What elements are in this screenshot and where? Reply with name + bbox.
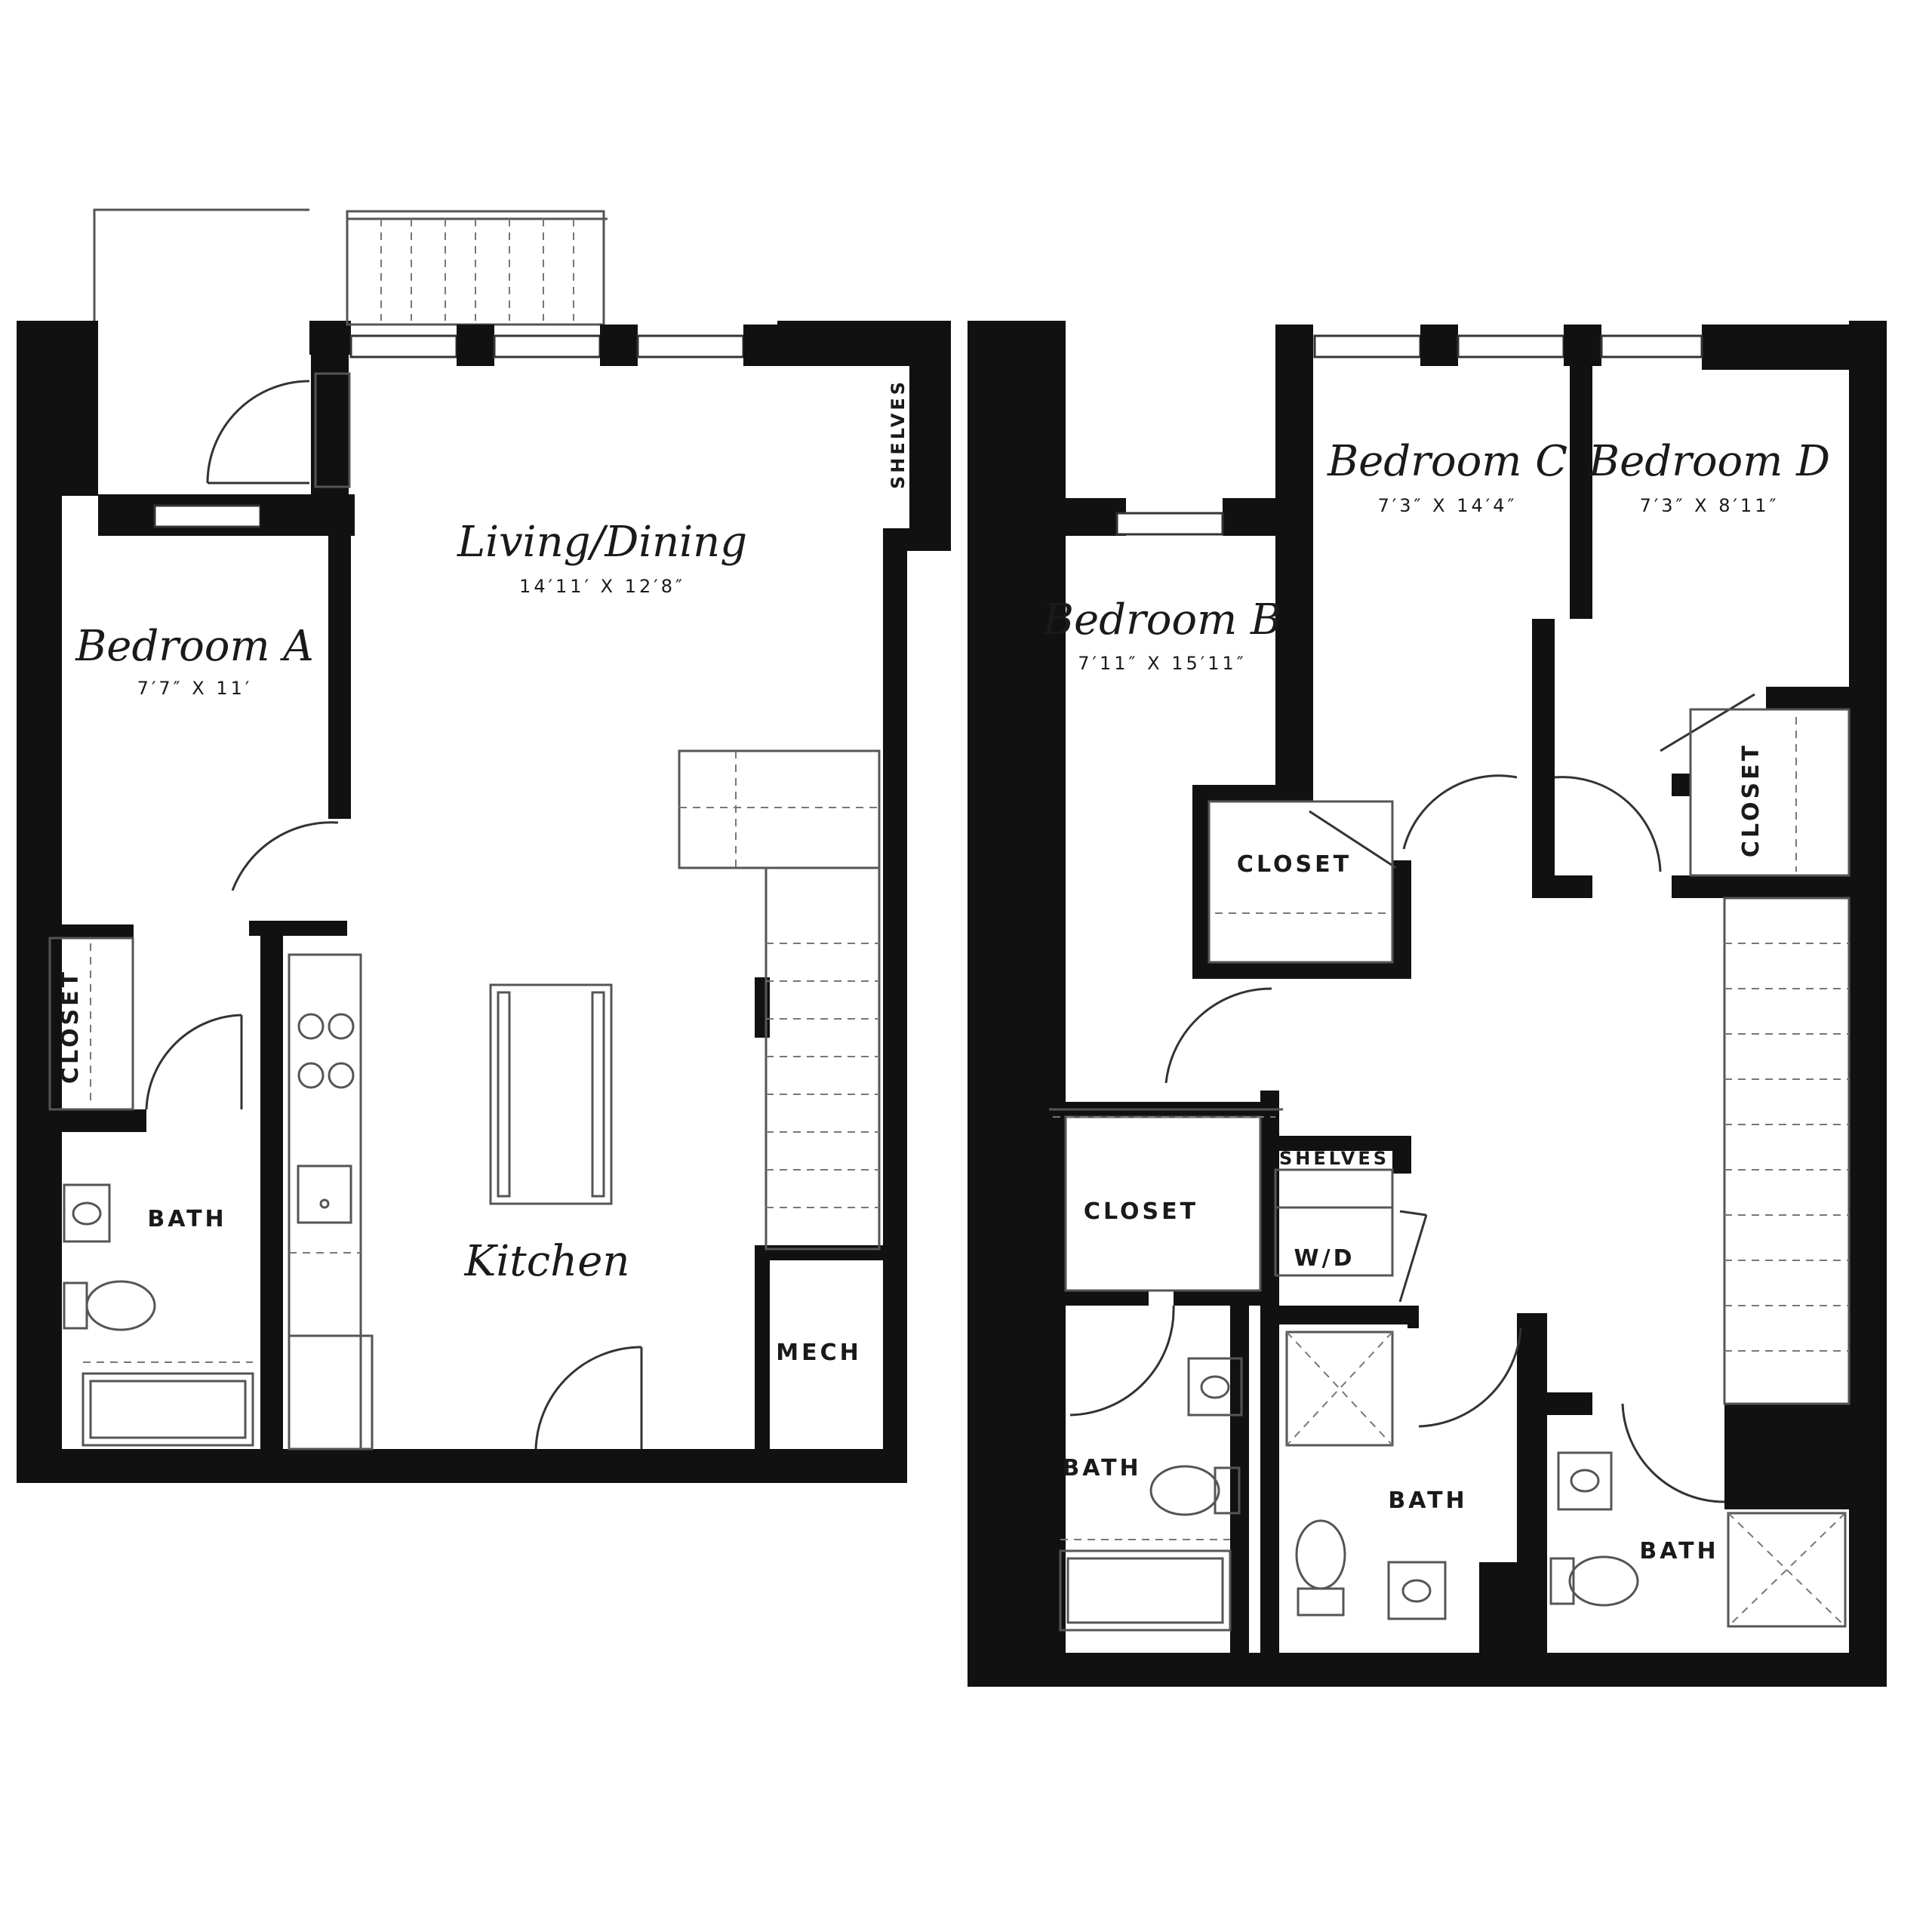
shelves-label-right: SHELVES [1279, 1148, 1389, 1169]
room-labels: Bedroom A 7′7″ X 11′ Living/Dining 14′11… [57, 379, 1830, 1564]
bedroom-c-dims: 7′3″ X 14′4″ [1378, 495, 1518, 516]
closet-label-bedroom-b: CLOSET [1237, 851, 1352, 878]
shelves-label-left: SHELVES [888, 379, 909, 489]
left-windows [153, 325, 781, 536]
wd-label: W/D [1294, 1245, 1355, 1272]
bedroom-a-name: Bedroom A [75, 622, 314, 671]
balcony [93, 208, 608, 326]
closet-label-bedroom-d: CLOSET [1738, 743, 1764, 857]
kitchen-fixtures [288, 953, 613, 1451]
right-unit-walls [968, 321, 1887, 1687]
left-doors [145, 380, 643, 1450]
bedroom-a-dims: 7′7″ X 11′ [137, 678, 253, 699]
bedroom-d-dims: 7′3″ X 8′11″ [1640, 495, 1780, 516]
right-closets [1049, 708, 1850, 1292]
closet-label-hall: CLOSET [1084, 1198, 1198, 1225]
left-stairs [678, 749, 881, 1251]
living-dining-dims: 14′11′ X 12′8″ [519, 576, 685, 597]
bath-label-left: BATH [147, 1206, 226, 1232]
bath-label-right-1: BATH [1062, 1455, 1141, 1481]
bath-label-right-2: BATH [1388, 1487, 1467, 1514]
bedroom-c-name: Bedroom C [1327, 437, 1567, 486]
left-unit-walls [17, 321, 951, 1483]
right-bath-fixtures [1059, 1331, 1847, 1632]
kitchen-name: Kitchen [464, 1237, 630, 1286]
bedroom-d-name: Bedroom D [1588, 437, 1830, 486]
bedroom-b-name: Bedroom B [1042, 595, 1281, 645]
closet-label-left: CLOSET [57, 969, 84, 1084]
bath-label-right-3: BATH [1639, 1538, 1718, 1564]
mech-label: MECH [776, 1340, 861, 1366]
right-stairs [1723, 897, 1850, 1405]
bedroom-b-dims: 7′11″ X 15′11″ [1078, 653, 1246, 674]
right-windows [1115, 325, 1703, 536]
living-dining-name: Living/Dining [457, 518, 747, 567]
right-doors [1069, 693, 1755, 1503]
left-fixtures [48, 937, 254, 1447]
